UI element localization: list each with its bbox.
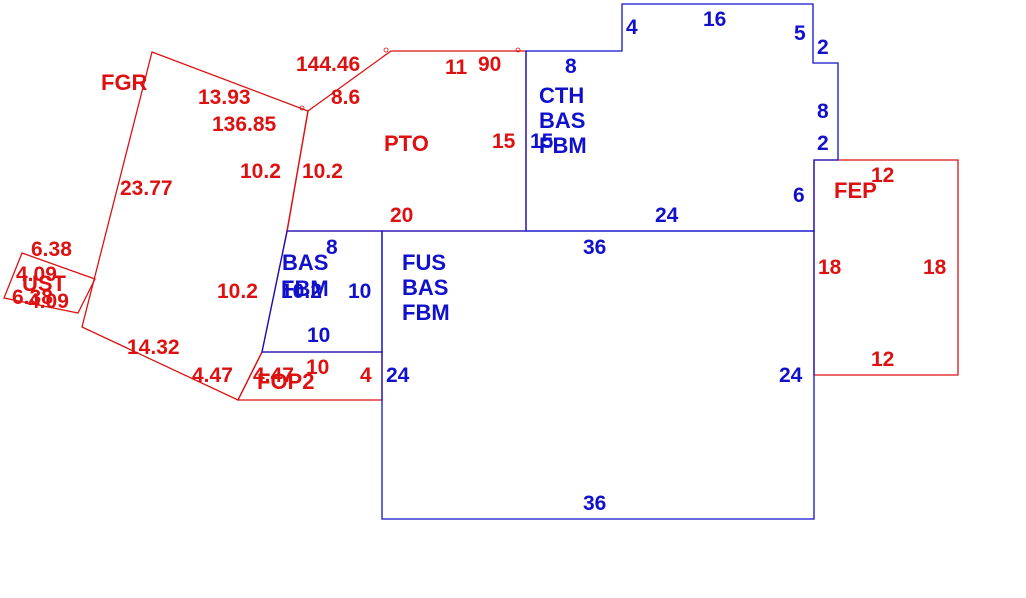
fgr-outline xyxy=(81,51,309,401)
area-label-bas-left-fbm: FBM xyxy=(281,276,329,301)
dim-fep-right: 18 xyxy=(923,256,947,279)
dim-cth-top: 16 xyxy=(703,8,726,31)
dim-ust-bottom: 6.38 xyxy=(12,286,53,309)
dim-ust-top: 6.38 xyxy=(31,238,72,261)
area-label-fgr: FGR xyxy=(101,70,148,95)
dim-cth-notch-right: 5 xyxy=(794,22,806,45)
dim-fep-top: 12 xyxy=(871,164,894,187)
dim-cth-top-left: 8 xyxy=(565,55,577,78)
area-label-pto: PTO xyxy=(384,131,429,156)
ust-outline xyxy=(3,252,96,314)
fus-outline xyxy=(381,230,815,520)
dim-pto-left: 10.2 xyxy=(302,160,343,183)
area-label-cth: CTH xyxy=(539,83,584,108)
area-label-fep: FEP xyxy=(834,178,877,203)
dim-pto-diag-angle: 144.46 xyxy=(296,53,360,76)
dim-bas-left-top: 8 xyxy=(326,236,338,259)
area-label-bas-left: BAS xyxy=(282,250,328,275)
area-label-fop2: FOP2 xyxy=(257,369,314,394)
dim-bas-left-bottom: 10 xyxy=(307,324,330,347)
dim-fgr-angle: 136.85 xyxy=(212,113,277,136)
dim-ust-right: 4.09 xyxy=(28,290,69,313)
dim-fop-right: 4 xyxy=(360,364,372,387)
dim-ust-left: 4.09 xyxy=(16,263,57,286)
dim-fgr-bottom-short: 4.47 xyxy=(192,364,233,387)
dim-fus-right: 24 xyxy=(779,364,803,387)
dim-bas-left-side: 10.2 xyxy=(281,280,322,303)
dim-fgr-right: 10.2 xyxy=(240,160,281,183)
dim-cth-notch-left: 4 xyxy=(626,16,638,39)
dim-cth-right-lower: 6 xyxy=(793,184,805,207)
area-label-cth-bas: BAS xyxy=(539,108,585,133)
area-label-fus: FUS xyxy=(402,250,446,275)
dim-pto-diag: 8.6 xyxy=(331,86,360,109)
area-label-fus-fbm: FBM xyxy=(402,300,450,325)
dim-fus-left: 24 xyxy=(386,364,410,387)
dim-cth-step-top: 2 xyxy=(817,36,829,59)
dim-fop-left: 4.47 xyxy=(253,364,294,387)
vertex-marker xyxy=(383,47,389,53)
area-label-ust: UST xyxy=(22,271,67,296)
dim-fgr-bottom: 14.32 xyxy=(127,336,180,359)
dim-pto-angle90: 90 xyxy=(478,53,501,76)
dim-fop-top: 10 xyxy=(306,356,329,379)
area-label-fus-bas: BAS xyxy=(402,275,448,300)
dim-cth-left: 15 xyxy=(530,130,554,153)
dim-fus-top: 36 xyxy=(583,236,606,259)
dim-fep-bottom: 12 xyxy=(871,348,894,371)
dim-cth-step-bottom: 2 xyxy=(817,132,829,155)
dim-pto-right: 15 xyxy=(492,130,516,153)
dim-fgr-top-diag: 13.93 xyxy=(198,86,251,109)
dim-bas-left-right: 10 xyxy=(348,280,371,303)
vertex-marker xyxy=(299,105,305,111)
dim-fep-left: 18 xyxy=(818,256,842,279)
area-label-cth-fbm: FBM xyxy=(539,133,587,158)
dim-pto-bottom: 20 xyxy=(390,204,413,227)
dim-fus-bottom: 36 xyxy=(583,492,606,515)
dim-fgr-left: 23.77 xyxy=(120,177,173,200)
dim-fgr-right-lower: 10.2 xyxy=(217,280,258,303)
dim-cth-bottom: 24 xyxy=(655,204,679,227)
dim-cth-right: 8 xyxy=(817,100,829,123)
vertex-marker xyxy=(515,47,521,53)
dim-pto-top: 11 xyxy=(445,56,468,79)
